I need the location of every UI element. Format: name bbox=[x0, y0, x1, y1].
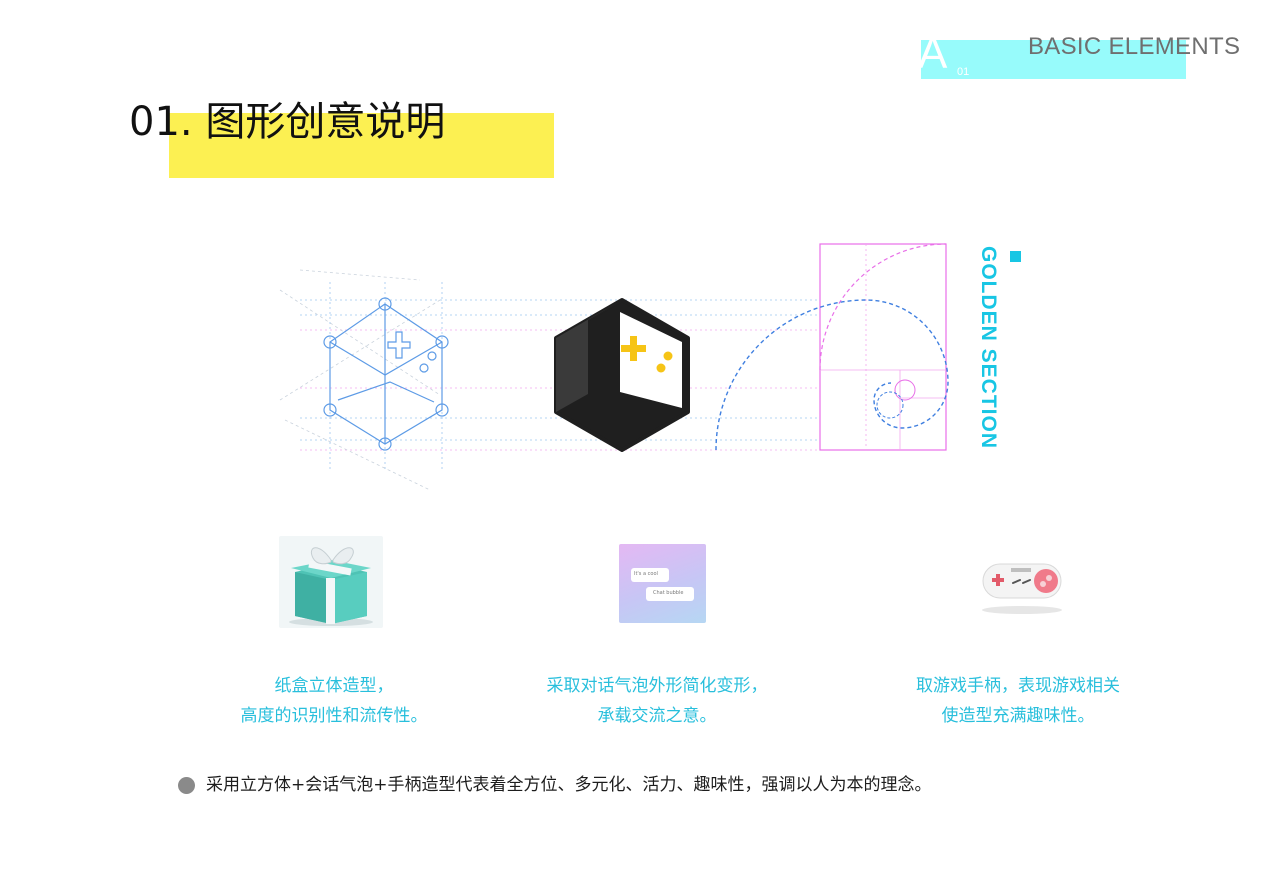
caption-line: 高度的识别性和流传性。 bbox=[240, 706, 428, 726]
caption-line: 纸盒立体造型， bbox=[274, 676, 394, 696]
golden-section-spiral bbox=[715, 243, 949, 451]
gift-box-image bbox=[279, 536, 383, 628]
caption-chat-bubble: 采取对话气泡外形简化变形， 承载交流之意。 bbox=[497, 671, 817, 731]
bubble-text-1: It's a cool bbox=[634, 571, 658, 577]
golden-section-marker bbox=[1010, 251, 1021, 262]
gamepad-icon bbox=[982, 563, 1062, 614]
bullet-icon bbox=[178, 777, 195, 794]
caption-line: 采取对话气泡外形简化变形， bbox=[546, 676, 768, 696]
caption-line: 取游戏手柄，表现游戏相关 bbox=[916, 676, 1120, 696]
title-highlight bbox=[169, 113, 554, 178]
summary-text: 采用立方体+会话气泡+手柄造型代表着全方位、多元化、活力、趣味性，强调以人为本的… bbox=[206, 775, 932, 795]
header-title: BASIC ELEMENTS bbox=[1028, 33, 1241, 60]
chat-bubbles-icon bbox=[631, 568, 694, 601]
gamepad-image bbox=[975, 548, 1070, 620]
bubble-text-2: Chat bubble bbox=[653, 590, 684, 596]
logo-construction-diagram bbox=[279, 243, 949, 491]
chat-bubbles-image: It's a cool Chat bubble bbox=[619, 544, 706, 623]
golden-section-label: GOLDEN SECTION bbox=[977, 246, 1000, 450]
caption-gift-box: 纸盒立体造型， 高度的识别性和流传性。 bbox=[174, 671, 494, 731]
caption-line: 承载交流之意。 bbox=[597, 706, 717, 726]
caption-line: 使造型充满趣味性。 bbox=[941, 706, 1095, 726]
header-letter: A bbox=[918, 29, 948, 78]
gift-box-icon bbox=[289, 547, 373, 626]
logo-cube-icon bbox=[554, 298, 690, 452]
caption-gamepad: 取游戏手柄，表现游戏相关 使造型充满趣味性。 bbox=[858, 671, 1178, 731]
header-number: 01 bbox=[957, 66, 970, 78]
header-accent-band bbox=[921, 40, 1186, 79]
wireframe-cube bbox=[323, 297, 449, 451]
section-title: 01. 图形创意说明 bbox=[129, 99, 446, 145]
